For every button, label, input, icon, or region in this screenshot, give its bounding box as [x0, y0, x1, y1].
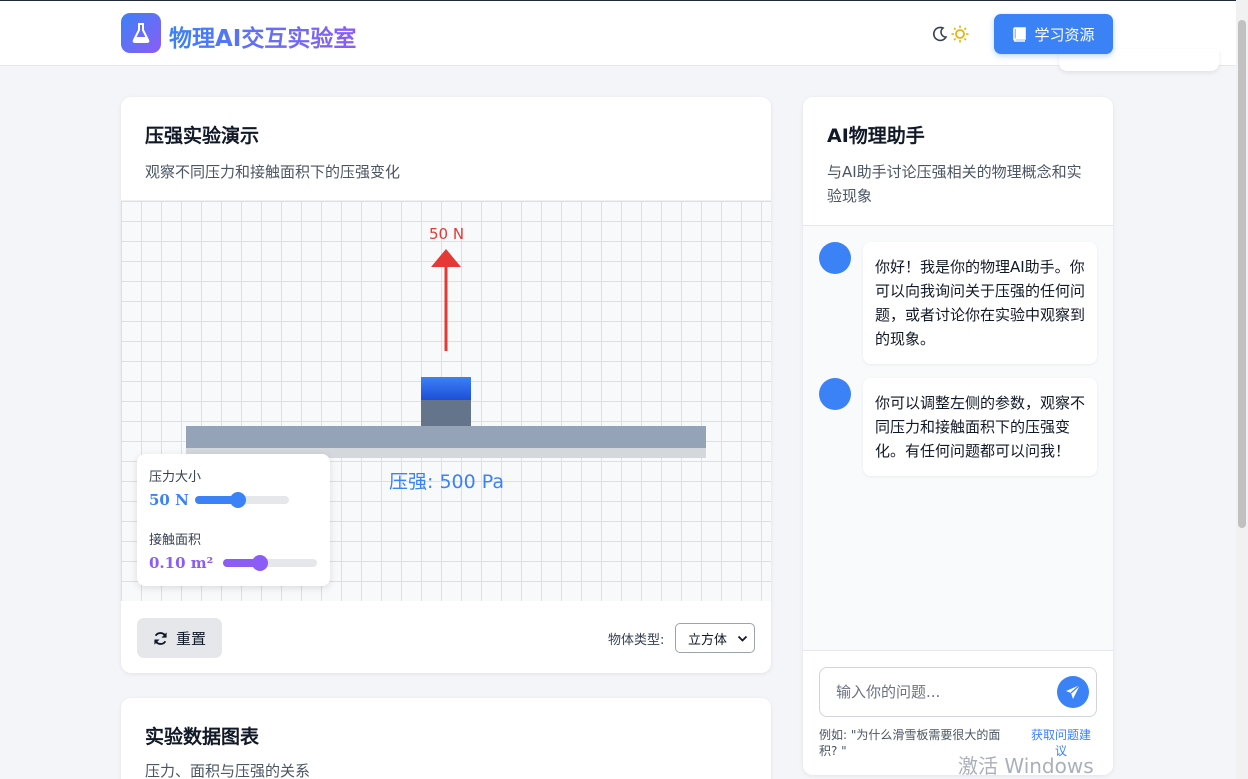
- object-type-select[interactable]: 立方体: [675, 623, 755, 653]
- force-slider-thumb[interactable]: [230, 492, 247, 508]
- app-title: 物理AI交互实验室: [169, 19, 356, 53]
- area-value: 0.10 m²: [149, 554, 214, 572]
- cube-object-bottom[interactable]: [421, 400, 471, 426]
- message-bubble: 你好！我是你的物理AI助手。你可以向我询问关于压强的任何问题，或者讨论你在实验中…: [863, 242, 1097, 364]
- chat-message: 你好！我是你的物理AI助手。你可以向我询问关于压强的任何问题，或者讨论你在实验中…: [819, 242, 1097, 364]
- control-panel: 压力大小 50 N 接触面积 0.10 m²: [137, 454, 330, 586]
- scrollbar-thumb[interactable]: [1238, 20, 1246, 528]
- send-button[interactable]: [1057, 676, 1089, 708]
- base-surface: [186, 426, 706, 448]
- chat-input-area: 例如: "为什么滑雪板需要很大的面积? " 获取问题建议: [803, 650, 1113, 775]
- experiment-card: 压强实验演示 观察不同压力和接触面积下的压强变化 50 N 压强: 500 Pa…: [121, 97, 771, 673]
- chart-card: 实验数据图表 压力、面积与压强的关系: [121, 698, 771, 779]
- experiment-subtitle: 观察不同压力和接触面积下的压强变化: [145, 163, 401, 181]
- assistant-avatar: [819, 242, 851, 274]
- experiment-footer: 重置 物体类型: 立方体: [121, 601, 771, 673]
- page-scrollbar[interactable]: [1236, 0, 1248, 779]
- area-slider-thumb[interactable]: [251, 555, 268, 571]
- learning-resources-label: 学习资源: [1034, 25, 1095, 44]
- refresh-icon: [154, 631, 167, 645]
- base-shadow: [186, 448, 706, 458]
- cube-object-top[interactable]: [421, 377, 471, 400]
- area-slider-fill: [223, 559, 260, 567]
- reset-label: 重置: [175, 629, 206, 648]
- assistant-avatar: [819, 378, 851, 410]
- force-arrow: [431, 249, 461, 351]
- get-suggestions-link[interactable]: 获取问题建议: [1030, 728, 1091, 758]
- experiment-title: 压强实验演示: [145, 125, 260, 147]
- flask-icon: [121, 13, 161, 53]
- object-type-label: 物体类型:: [608, 633, 665, 648]
- assistant-subtitle: 与AI助手讨论压强相关的物理概念和实验现象: [827, 163, 1082, 205]
- chevron-down-icon: [737, 635, 748, 642]
- app-header: 物理AI交互实验室 学习资源: [0, 0, 1236, 71]
- assistant-title: AI物理助手: [827, 125, 925, 147]
- area-slider[interactable]: [223, 555, 317, 571]
- chart-title: 实验数据图表: [145, 726, 260, 748]
- chat-message: 你可以调整左侧的参数，观察不同压力和接触面积下的压强变化。有任何问题都可以问我！: [819, 378, 1097, 476]
- learning-resources-button[interactable]: 学习资源: [994, 14, 1113, 54]
- pressure-readout: 压强: 500 Pa: [389, 471, 504, 493]
- moon-icon: [933, 26, 948, 42]
- force-value: 50 N: [149, 491, 189, 509]
- force-control-label: 压力大小: [149, 470, 202, 485]
- assistant-header: AI物理助手 与AI助手讨论压强相关的物理概念和实验现象: [803, 97, 1113, 226]
- book-icon: [1013, 26, 1027, 42]
- send-icon: [1066, 684, 1081, 699]
- message-bubble: 你可以调整左侧的参数，观察不同压力和接触面积下的压强变化。有任何问题都可以问我！: [863, 378, 1097, 476]
- dropdown-shadow: [1059, 49, 1219, 71]
- chat-messages[interactable]: 你好！我是你的物理AI助手。你可以向我询问关于压强的任何问题，或者讨论你在实验中…: [803, 226, 1113, 650]
- sun-icon: [951, 25, 969, 43]
- theme-toggle[interactable]: [932, 23, 974, 45]
- chart-subtitle: 压力、面积与压强的关系: [145, 762, 311, 779]
- windows-activation-watermark: 激活 Windows: [958, 754, 1094, 778]
- object-type-value: 立方体: [688, 632, 728, 648]
- chat-input[interactable]: [819, 667, 1097, 717]
- experiment-stage[interactable]: 50 N 压强: 500 Pa 压力大小 50 N 接触面积 0.10 m²: [121, 201, 771, 601]
- force-slider[interactable]: [195, 492, 289, 508]
- experiment-header: 压强实验演示 观察不同压力和接触面积下的压强变化: [121, 97, 771, 201]
- force-slider-fill: [195, 496, 239, 504]
- question-hint: 例如: "为什么滑雪板需要很大的面积? ": [819, 728, 1001, 758]
- reset-button[interactable]: 重置: [137, 618, 222, 658]
- area-control-label: 接触面积: [149, 533, 202, 548]
- ai-assistant-card: AI物理助手 与AI助手讨论压强相关的物理概念和实验现象 你好！我是你的物理AI…: [803, 97, 1113, 775]
- force-label: 50 N: [429, 225, 465, 243]
